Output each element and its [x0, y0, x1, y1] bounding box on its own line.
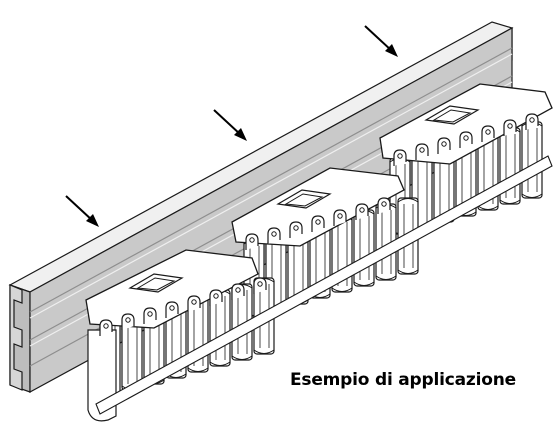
arrow-icon [65, 195, 99, 227]
cable-chain-module [379, 83, 553, 235]
arrow-icon [364, 25, 398, 57]
cable-chain-module [231, 167, 419, 317]
cable-chain-module [85, 155, 553, 422]
caption: Esempio di applicazione [290, 370, 516, 390]
arrow-icon [213, 109, 247, 141]
